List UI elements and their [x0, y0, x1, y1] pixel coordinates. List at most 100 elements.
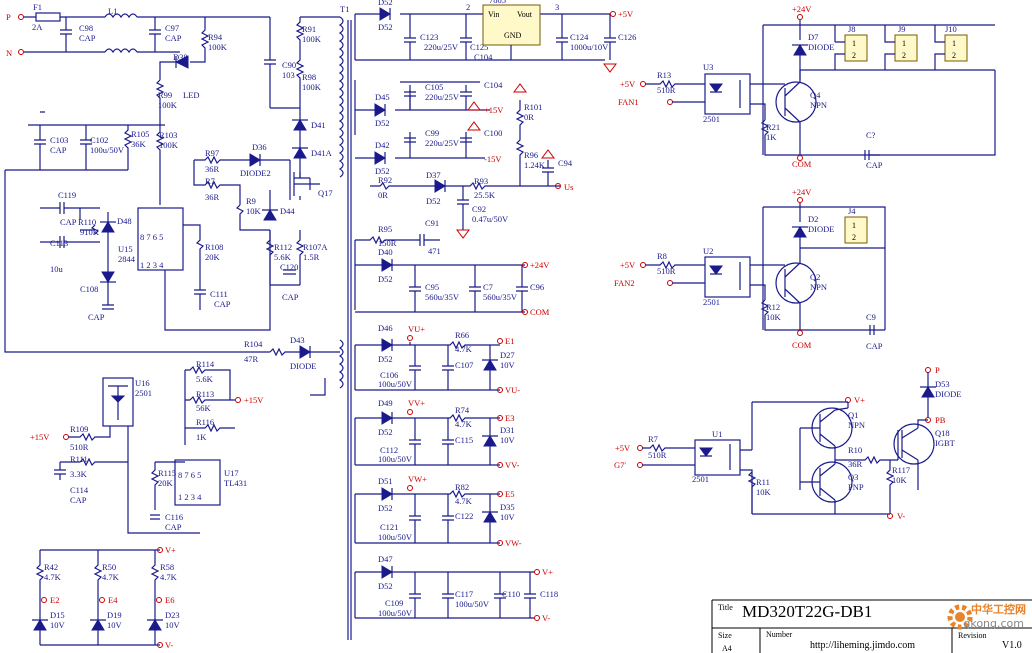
val-d19: 10V	[107, 620, 123, 630]
ref-r108: R108	[205, 242, 223, 252]
label-vplus-bl: V+	[165, 545, 176, 555]
val-r117: 10K	[892, 475, 908, 485]
label-p-igbt: P	[935, 365, 940, 375]
ref-c119: C119	[58, 190, 76, 200]
ref-r116: R116	[196, 417, 214, 427]
val-u1: 2501	[692, 474, 709, 484]
ref-d7: D7	[808, 32, 818, 42]
val-r95: 150R	[378, 238, 397, 248]
ref-r104: R104	[244, 339, 263, 349]
ref-j9: J9	[898, 24, 906, 34]
ref-c110: C110	[502, 589, 520, 599]
label-vminus-mid: V-	[542, 613, 550, 623]
opto-u3	[704, 73, 751, 115]
val-r107a: 1.5R	[303, 252, 320, 262]
ref-c90: C90	[282, 60, 296, 70]
ref-d40: D40	[378, 247, 393, 257]
ref-c120: C120	[280, 262, 298, 272]
ref-q1: Q1	[848, 410, 858, 420]
ref-r113: R113	[196, 389, 214, 399]
val-r109: 510R	[70, 442, 89, 452]
secondary-section: D52 D52 C123 220u/25V C125 C104 7805 Vin…	[354, 0, 636, 623]
ref-d49: D49	[378, 398, 393, 408]
val-r13: 510R	[657, 85, 676, 95]
igbt-driver: P D53 DIODE PB V+ Q1 NPN Q3 PNP R10 36R …	[614, 365, 961, 521]
val-c106: 100u/50V	[378, 379, 413, 389]
ref-r42: R42	[44, 562, 58, 572]
val-c117: 100u/50V	[455, 599, 490, 609]
ref-t1: T1	[340, 4, 349, 14]
label-e5: E5	[505, 489, 514, 499]
ref-r97: R97	[205, 148, 219, 158]
val-d49: D52	[378, 427, 393, 437]
val-d37: D52	[426, 196, 441, 206]
j10-pin2: 2	[952, 51, 956, 60]
fan1-driver: +24V D7 DIODE J8 J9 J10 1 2 1 2 1 2 +5V …	[618, 4, 996, 170]
ref-q3: Q3	[848, 472, 858, 482]
opto-u16	[102, 377, 134, 427]
ref-r101: R101	[524, 102, 542, 112]
val-c95: 560u/35V	[425, 292, 460, 302]
ref-c107: C107	[455, 360, 473, 370]
ref-q4: Q4	[810, 90, 821, 100]
val-c116: CAP	[165, 522, 182, 532]
val-c112: 100u/50V	[378, 454, 413, 464]
ref-d31: D31	[500, 425, 515, 435]
val-c109: 100u/50V	[378, 608, 413, 618]
ref-r96: R96	[524, 150, 538, 160]
ref-c97: C97	[165, 23, 179, 33]
connector-j4	[844, 216, 868, 244]
ref-r11: R11	[756, 477, 770, 487]
ref-q2: Q2	[810, 272, 820, 282]
ref-d27: D27	[500, 350, 515, 360]
ref-r58: R58	[160, 562, 174, 572]
ref-r12: R12	[766, 302, 780, 312]
label-15v-fb: +15V	[244, 395, 264, 405]
ic-u17	[174, 459, 221, 506]
val-c103: CAP	[50, 145, 67, 155]
ref-c96: C96	[530, 282, 544, 292]
ref-q17: Q17	[318, 188, 333, 198]
label-vuplus: VU+	[408, 324, 425, 334]
ref-r13: R13	[657, 70, 671, 80]
ref-d45: D45	[375, 92, 390, 102]
watermark-domain: gkong.com	[963, 617, 1024, 630]
val-r9: 10K	[246, 206, 262, 216]
label-vvminus: VV-	[505, 460, 519, 470]
val-r66: 4.7K	[455, 344, 473, 354]
ref-l1: L1	[108, 6, 117, 16]
label-vwplus: VW+	[408, 474, 427, 484]
val-r50: 4.7K	[102, 572, 120, 582]
pins-u17b: 1 2 3 4	[178, 492, 202, 502]
val-f1: 2A	[32, 22, 43, 32]
j10-pin1: 1	[952, 39, 956, 48]
val-c102: 100u/50V	[90, 145, 125, 155]
size-label: Size	[718, 631, 732, 640]
val-q4: NPN	[810, 100, 827, 110]
revision-value: V1.0	[1002, 640, 1022, 651]
watermark-cn: 中华工控网	[971, 603, 1026, 616]
val-c98: CAP	[79, 33, 96, 43]
val-r101: 0R	[524, 112, 534, 122]
ref-r10: R10	[848, 445, 862, 455]
label-pb: PB	[935, 415, 946, 425]
val-c120: CAP	[282, 292, 299, 302]
ref-cq: C?	[866, 130, 876, 140]
ref-c98: C98	[79, 23, 93, 33]
ref-d36: D36	[252, 142, 267, 152]
val-r11: 10K	[756, 487, 772, 497]
val-c99: 220u/25V	[425, 138, 460, 148]
val-r42: 4.7K	[44, 572, 62, 582]
val-r82: 4.7K	[455, 496, 473, 506]
opto-u1	[694, 439, 741, 476]
pin3: 3	[555, 2, 559, 12]
ref-r7: R7	[205, 176, 215, 186]
val-r104: 47R	[244, 354, 259, 364]
val-r115: 20K	[158, 478, 174, 488]
val-r99: 100K	[158, 100, 178, 110]
label-us: Us	[564, 182, 573, 192]
ref-c92: C92	[472, 204, 486, 214]
ref-c126: C126	[618, 32, 636, 42]
label-g7: G7'	[614, 460, 626, 470]
val-r97: 36R	[205, 164, 220, 174]
